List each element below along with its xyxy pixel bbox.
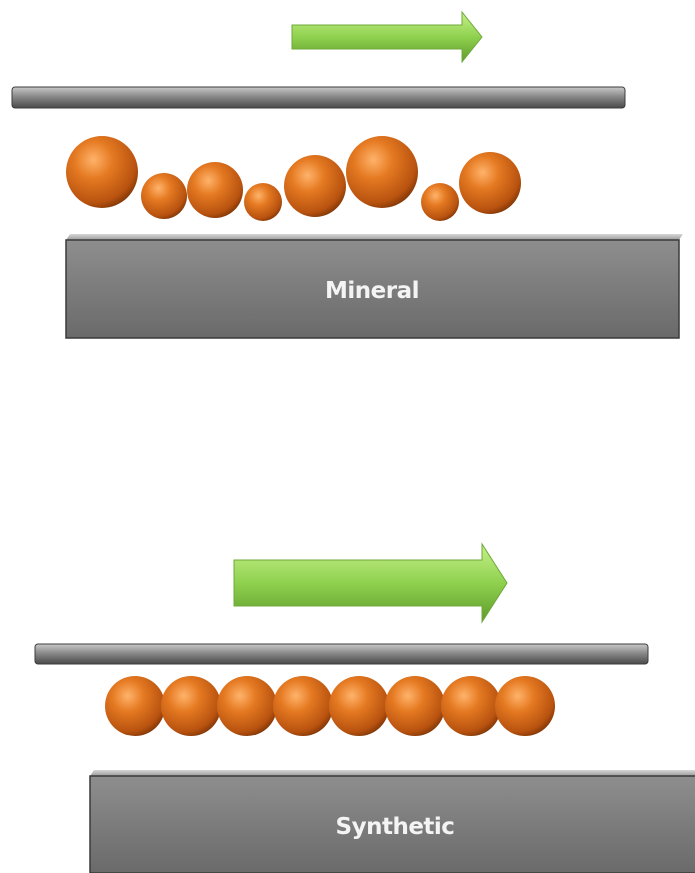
particle — [244, 183, 282, 221]
mineral-label: Mineral — [325, 278, 419, 304]
upper-surface-rod — [34, 643, 649, 665]
particle — [441, 676, 501, 736]
particle — [187, 162, 243, 218]
particle — [421, 183, 459, 221]
particle — [273, 676, 333, 736]
particle — [329, 676, 389, 736]
particle — [141, 173, 187, 219]
particle — [161, 676, 221, 736]
upper-surface-rod — [11, 86, 626, 109]
synthetic-panel: Synthetic — [34, 542, 695, 873]
synthetic-particles — [105, 676, 555, 736]
particle — [105, 676, 165, 736]
particle — [217, 676, 277, 736]
synthetic-label: Synthetic — [336, 814, 455, 840]
mineral-base-plate: Mineral — [65, 234, 683, 339]
particle — [385, 676, 445, 736]
motion-arrow-icon — [291, 10, 483, 64]
particle — [346, 136, 418, 208]
particle — [66, 136, 138, 208]
particle — [495, 676, 555, 736]
synthetic-base-plate: Synthetic — [89, 770, 695, 873]
mineral-panel: Mineral — [11, 10, 683, 339]
particle — [284, 155, 346, 217]
particle — [459, 152, 521, 214]
mineral-particles — [66, 136, 521, 221]
motion-arrow-icon — [233, 542, 508, 624]
